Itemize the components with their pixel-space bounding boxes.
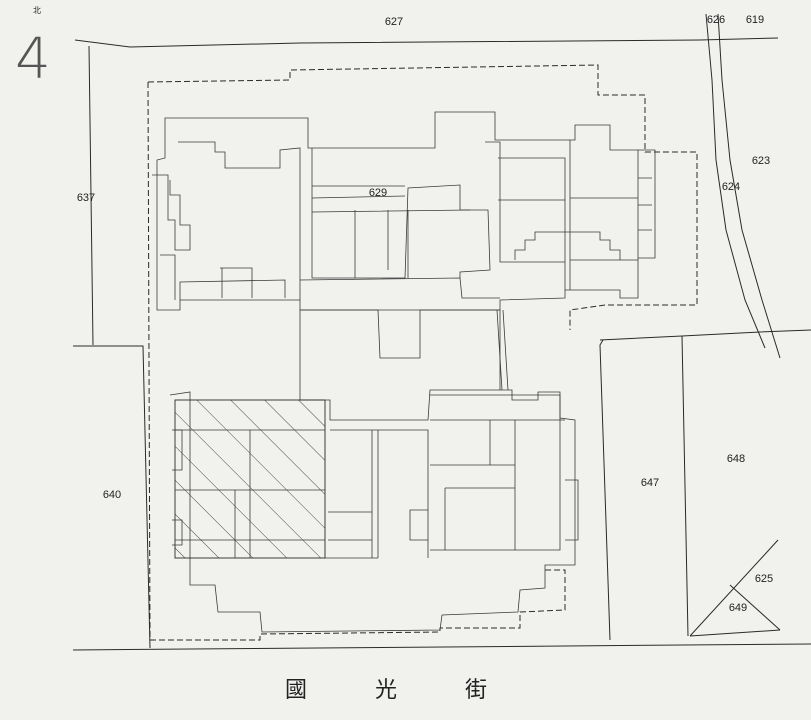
central-corridor (496, 309, 509, 391)
north-building-south-rooms (179, 277, 500, 300)
lot-labels: 627 626 619 637 629 623 624 640 647 648 … (77, 14, 773, 614)
street-name-char-1: 國 (285, 678, 307, 703)
south-building (172, 394, 579, 559)
street-frontage-line (72, 643, 811, 651)
lot-boundary-east-curve-a (705, 13, 766, 349)
lot-label-637: 637 (77, 192, 95, 204)
north-building-hall-divisions (311, 185, 471, 278)
north-building-west-notch (160, 254, 253, 300)
lot-625-649-triangle (689, 539, 781, 637)
lot-640-boundary (73, 345, 151, 649)
north-building-inner-west (178, 141, 301, 300)
property-boundaries (72, 13, 811, 651)
south-building-west-stair (172, 429, 183, 546)
lot-boundary-west (88, 45, 94, 346)
north-char-label: 北 (33, 6, 41, 15)
north-building-west-wing (156, 111, 639, 311)
north-building (152, 111, 656, 311)
central-block (299, 309, 509, 400)
lot-label-629: 629 (369, 187, 387, 199)
lot-label-626: 626 (707, 14, 725, 26)
lot-label-627: 627 (385, 16, 403, 28)
lot-label-625: 625 (755, 573, 773, 585)
north-building-east-annex (638, 149, 656, 259)
north-building-west-stair (152, 174, 191, 251)
south-building-middle-rooms (328, 429, 429, 558)
lot-label-648: 648 (727, 453, 745, 465)
lot-label-623: 623 (752, 155, 770, 167)
lot-label-647: 647 (641, 477, 659, 489)
lot-boundary-east-curve-b (717, 13, 781, 359)
north-compound-outline (147, 64, 698, 330)
lot-648-boundary (599, 329, 811, 341)
north-building-hall-629 (311, 148, 491, 279)
north-symbol: 北 4 (15, 6, 51, 92)
north-building-east-wing (485, 140, 638, 290)
lot-label-624: 624 (722, 181, 740, 193)
south-building-footprint (169, 389, 576, 633)
lot-label-649: 649 (729, 602, 747, 614)
south-building-west-rooms (175, 420, 378, 559)
street-name-char-2: 光 (375, 678, 397, 703)
lot-647-648-divider (681, 335, 689, 637)
lot-boundary-north-road (74, 37, 779, 48)
central-block-outline (299, 309, 501, 400)
south-building-east-rooms (430, 394, 579, 551)
lot-647-boundary (599, 339, 611, 641)
street-name: 國 光 街 (285, 678, 487, 703)
site-outline (147, 64, 698, 641)
north-arrow-icon: 4 (15, 27, 51, 92)
lot-label-640: 640 (103, 489, 121, 501)
north-building-east-steps (514, 231, 621, 260)
lot-label-619: 619 (746, 14, 764, 26)
street-name-char-3: 街 (465, 678, 487, 703)
